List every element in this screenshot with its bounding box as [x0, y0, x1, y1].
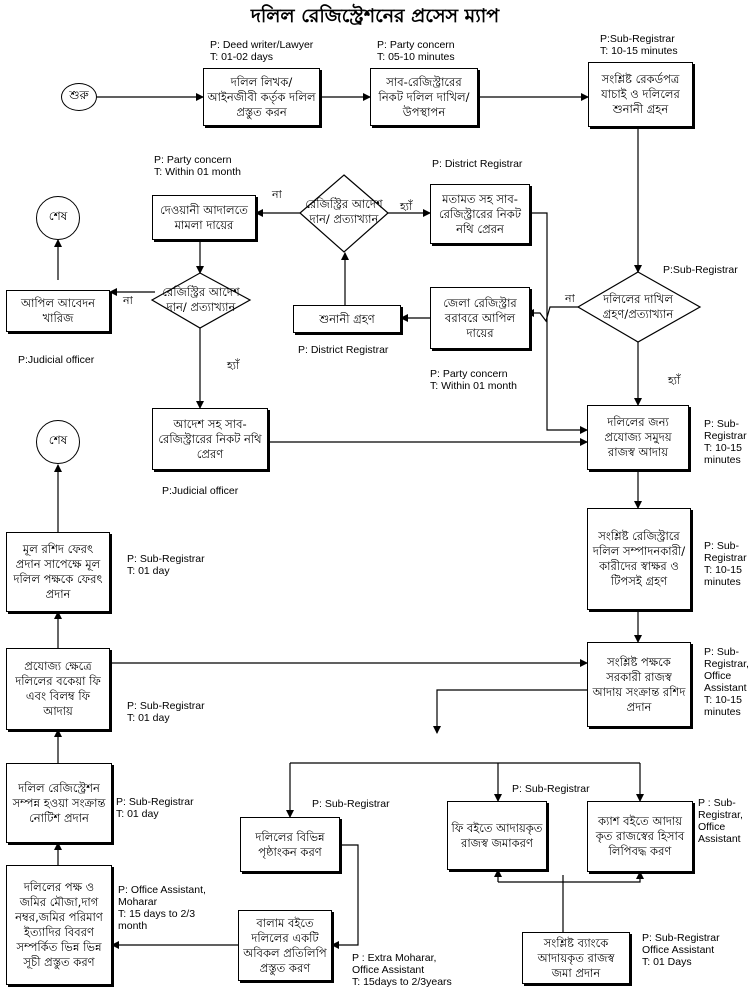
step-civil-court-case: দেওয়ানী আদালতে মামলা দায়ের — [152, 195, 256, 240]
step-appeal-rejected: আপিল আবেদন খারিজ — [6, 290, 110, 332]
note-decision-main: P:Sub-Registrar — [663, 264, 738, 276]
step-cash-book-entry: ক্যাশ বইতে আদায় কৃত রাজস্বের হিসাব লিপি… — [587, 801, 693, 872]
step-file-to-subregistrar-order: আদেশ সহ সাব-রেজিস্ট্রারের নিকট নথি প্রের… — [152, 408, 268, 470]
step-original-deed-return: মূল রশিদ ফেরৎ প্রদান সাপেক্ষে মূল দলিল প… — [6, 532, 110, 612]
note-court-order-file: P:Judicial officer — [162, 485, 239, 497]
note-revenue-collection: P: Sub- Registrar T: 10-15 minutes — [704, 418, 747, 466]
note-district-registrar-opinion: P: District Registrar — [432, 158, 523, 170]
note-hearing: P: District Registrar — [298, 344, 389, 356]
note-appeal-rejected: P:Judicial officer — [18, 354, 95, 366]
decision-district-shape — [299, 174, 389, 253]
step-bank-deposit: সংশ্লিষ্ট ব্যাংকে আদায়কৃত রাজস্ব জমা প্… — [522, 932, 630, 984]
step-revenue-collection: দলিলের জন্য প্রযোজ্য সমুদয় রাজস্ব আদায় — [587, 405, 689, 470]
note-volume-copy: P : Extra Moharar, Office Assistant T: 1… — [352, 952, 452, 988]
step-file-to-subregistrar-opinion: মতামত সহ সাব-রেজিস্ট্রারের নিকট নথি প্রে… — [430, 184, 530, 244]
note-deed-preparation: P: Deed writer/Lawyer T: 01-02 days — [210, 39, 314, 63]
step-hearing: শুনানী গ্রহণ — [293, 305, 401, 333]
label-no-main: না — [565, 292, 575, 305]
note-completion-notice: P: Sub-Registrar T: 01 day — [116, 796, 194, 820]
note-civil-case: P: Party concern T: Within 01 month — [154, 154, 241, 178]
note-receipt: P: Sub- Registrar, Office Assistant T: 1… — [704, 646, 749, 718]
note-index-preparation: P: Office Assistant, Moharar T: 15 days … — [118, 884, 206, 932]
step-deed-submission: সাব-রেজিস্ট্রারের নিকট দলিল দাখিল/উপস্থা… — [370, 68, 478, 126]
step-due-fee-collection: প্রযোজ্য ক্ষেত্রে দলিলের বকেয়া ফি এবং ব… — [6, 648, 110, 730]
edge-dmain-n4 — [526, 306, 578, 323]
end-node-bottom: শেষ — [36, 420, 80, 464]
label-yes-court: হ্যাঁ — [227, 359, 240, 372]
step-endorsement: দলিলের বিভিন্ন পৃষ্ঠাংকন করণ — [240, 817, 340, 872]
note-signature: P: Sub- Registrar T: 10-15 minutes — [704, 540, 747, 588]
end-node-top: শেষ — [36, 196, 80, 240]
label-no-court: না — [123, 294, 133, 307]
note-bank-deposit: P: Sub-Registrar Office Assistant T: 01 … — [642, 932, 720, 968]
note-cash-book: P : Sub- Registrar, Office Assistant — [698, 797, 743, 845]
label-yes-main: হ্যাঁ — [668, 374, 681, 387]
note-appeal-filing: P: Party concern T: Within 01 month — [430, 368, 517, 392]
decision-court-shape — [150, 272, 252, 329]
decision-district-order: রেজিস্ট্রির আদেশ দান/ প্রত্যাখ্যান — [305, 197, 383, 226]
note-endorsement: P: Sub-Registrar — [312, 798, 390, 810]
edge-n6-n10 — [530, 212, 588, 434]
step-volume-copy: বালাম বইতে দলিলের একটি অবিকল প্রতিলিপি প… — [238, 910, 332, 981]
decision-main-shape — [576, 271, 702, 343]
step-revenue-receipt: সংশ্লিষ্ট পক্ষকে সরকারী রাজস্ব আদায় সংক… — [587, 642, 691, 727]
edge-merge-n15 — [498, 871, 644, 883]
edge-n13-n17 — [331, 844, 359, 949]
start-node: শুরু — [61, 83, 97, 111]
label-yes-district: হ্যাঁ — [400, 200, 413, 213]
step-fee-book-entry: ফি বইতে আদায়কৃত রাজস্ব জমাকরণ — [447, 801, 547, 870]
edge-n12-split — [433, 689, 587, 734]
label-no-district: না — [272, 188, 282, 201]
step-deed-preparation: দলিল লিখক/ আইনজীবী কর্তৃক দলিল প্রস্তুত … — [203, 68, 320, 126]
note-deed-submission: P: Party concern T: 05-10 minutes — [377, 39, 455, 63]
step-appeal-district-registrar: জেলা রেজিস্ট্রার বরাবরে আপিল দায়ের — [430, 287, 530, 349]
step-completion-notice: দলিল রেজিস্ট্রেশন সম্পন্ন হওয়া সংক্রান্… — [6, 763, 112, 843]
step-index-preparation: দলিলের পক্ষ ও জমির মৌজা,দাগ নম্বর,জমির প… — [6, 865, 112, 985]
decision-filing-accept-reject: দলিলের দাখিল গ্রহণ/প্রত্যাখ্যান — [602, 292, 674, 321]
step-record-verification: সংশ্লিষ্ট রেকর্ডপত্র যাচাই ও দলিলের শুনা… — [588, 62, 693, 127]
note-original-return: P: Sub-Registrar T: 01 day — [127, 553, 205, 577]
note-due-fee: P: Sub-Registrar T: 01 day — [127, 700, 205, 724]
diagram-title: দলিল রেজিস্ট্রেশনের প্রসেস ম্যাপ — [250, 5, 500, 27]
note-record-verification: P:Sub-Registrar T: 10-15 minutes — [600, 33, 678, 57]
note-fee-book: P: Sub-Registrar — [512, 783, 590, 795]
decision-court-order: রেজিস্ট্রির আদেশ দান/ প্রত্যাখ্যান — [162, 285, 240, 314]
step-signature-thumbprint: সংশ্লিষ্ট রেজিস্ট্রারে দলিল সম্পাদনকারী/… — [587, 508, 691, 610]
